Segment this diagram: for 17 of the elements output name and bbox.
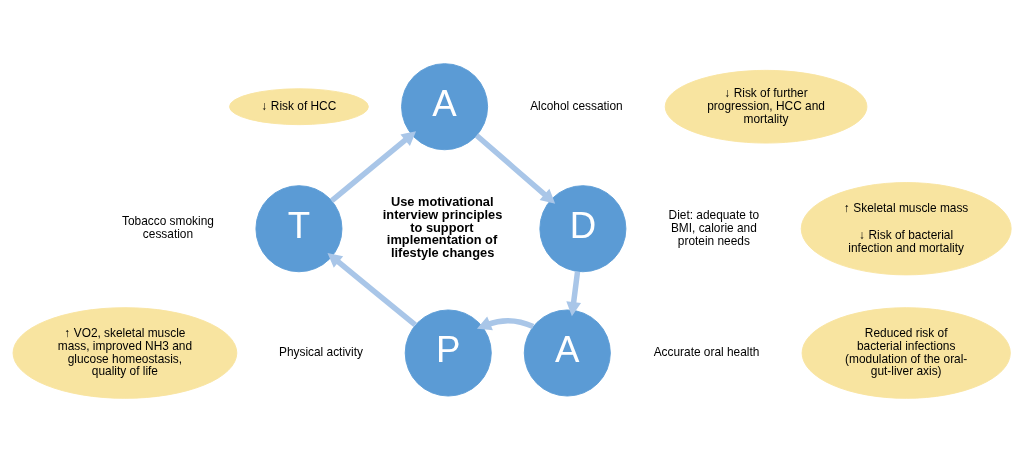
node-ellipse: Reduced risk of bacterial infections (modulation of the oral-gut-liver axis) [801,306,1011,399]
node-label: Alcohol cessation [530,98,623,113]
node-label: Tobacco smoking cessation [122,213,214,241]
node-ellipse: ↑ VO2, skeletal muscle mass, improved NH3 and glucose homeostasis, quality of life [12,306,238,399]
node-ellipse: ↓ Risk of further progression, HCC and mortality [664,69,868,144]
node-ellipse: ↑ Skeletal muscle mass ↓ Risk of bacterial infection and mortality [800,181,1012,275]
arrow [330,130,417,203]
node-circle: A [523,309,611,396]
arrow [476,316,535,330]
node-text: Use motivational interview principles to support implementation of lifestyle changes [382,193,503,260]
node-ellipse: ↓ Risk of HCC [229,87,369,125]
arrow [474,132,556,204]
node-label: Physical activity [278,344,363,359]
arrow [327,252,417,327]
node-label: Diet: adequate to BMI, calorie and protein needs [668,207,760,248]
node-label: Accurate oral health [653,344,760,359]
arrow [566,270,582,316]
